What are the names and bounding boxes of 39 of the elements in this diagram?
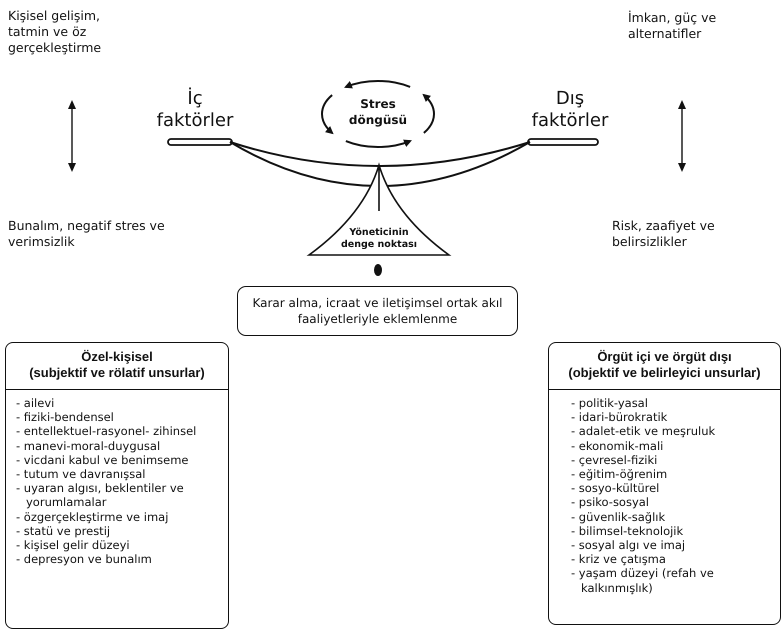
list-item: - kriz ve çatışma <box>571 552 667 566</box>
fulcrum-label: Yöneticinin denge noktası <box>340 227 418 251</box>
list-item: - sosyal algı ve imaj <box>571 538 686 552</box>
list-box <box>548 342 781 625</box>
list-item: - özgerçekleştirme ve imaj <box>16 510 170 524</box>
list-heading: (objektif ve belirleyici unsurlar) <box>568 365 761 381</box>
text-box: Karar alma, icraat ve iletişimsel ortak akıl faaliyetleriyle eklemlenme <box>237 286 518 336</box>
list-item: - bilimsel-teknolojik <box>571 524 684 538</box>
list-item: - eğitim-öğrenim <box>571 467 668 482</box>
list-item: - çevresel-fiziki <box>571 452 658 468</box>
list-item: - entellektuel-rasyonel- zihinsel <box>16 424 198 439</box>
list-item: - depresyon ve bunalım <box>16 552 153 566</box>
list-heading: (subjektif ve rölatif unsurlar) <box>29 365 205 381</box>
list-item: - vicdani kabul ve benimseme <box>16 452 190 468</box>
text-label: Dış faktörler <box>530 88 610 132</box>
list-item: - güvenlik-sağlık <box>571 510 666 524</box>
list-item: - ekonomik-mali <box>571 438 664 453</box>
list-item: - adalet-etik ve meşruluk <box>571 424 716 439</box>
text-label: Bunalım, negatif stres ve verimsizlik <box>8 218 166 250</box>
list-item: - idari-bürokratik <box>571 410 668 424</box>
text-label: İmkan, güç ve alternatifler <box>628 10 718 42</box>
list-item: - manevi-moral-duygusal <box>16 438 162 453</box>
list-item: - sosyo-kültürel <box>571 481 660 496</box>
list-item: - yaşam düzeyi (refah ve kalkınmışlık) <box>571 566 715 595</box>
cycle-label: Stres döngüsü <box>348 96 408 128</box>
text-label: Risk, zaafiyet ve belirsizlikler <box>612 218 716 250</box>
list-item: - statü ve prestij <box>16 524 112 538</box>
list-item: - politik-yasal <box>571 396 649 410</box>
list-item: - kişisel gelir düzeyi <box>16 538 131 552</box>
list-item: - ailevi <box>16 396 56 410</box>
list-item: - psiko-sosyal <box>571 495 650 510</box>
text-label: Kişisel gelişim, tatmin ve öz gerçekleştirme <box>8 8 102 56</box>
text-label: İç faktörler <box>156 88 234 132</box>
list-item: - fiziki-bendensel <box>16 410 115 424</box>
list-heading: Özel-kişisel <box>81 349 153 365</box>
list-item: - uyaran algısı, beklentiler ve yorumlamalar <box>16 481 185 510</box>
list-item: - tutum ve davranışsal <box>16 467 146 482</box>
list-heading: Örgüt içi ve örgüt dışı <box>597 349 732 365</box>
list-box <box>5 342 229 629</box>
